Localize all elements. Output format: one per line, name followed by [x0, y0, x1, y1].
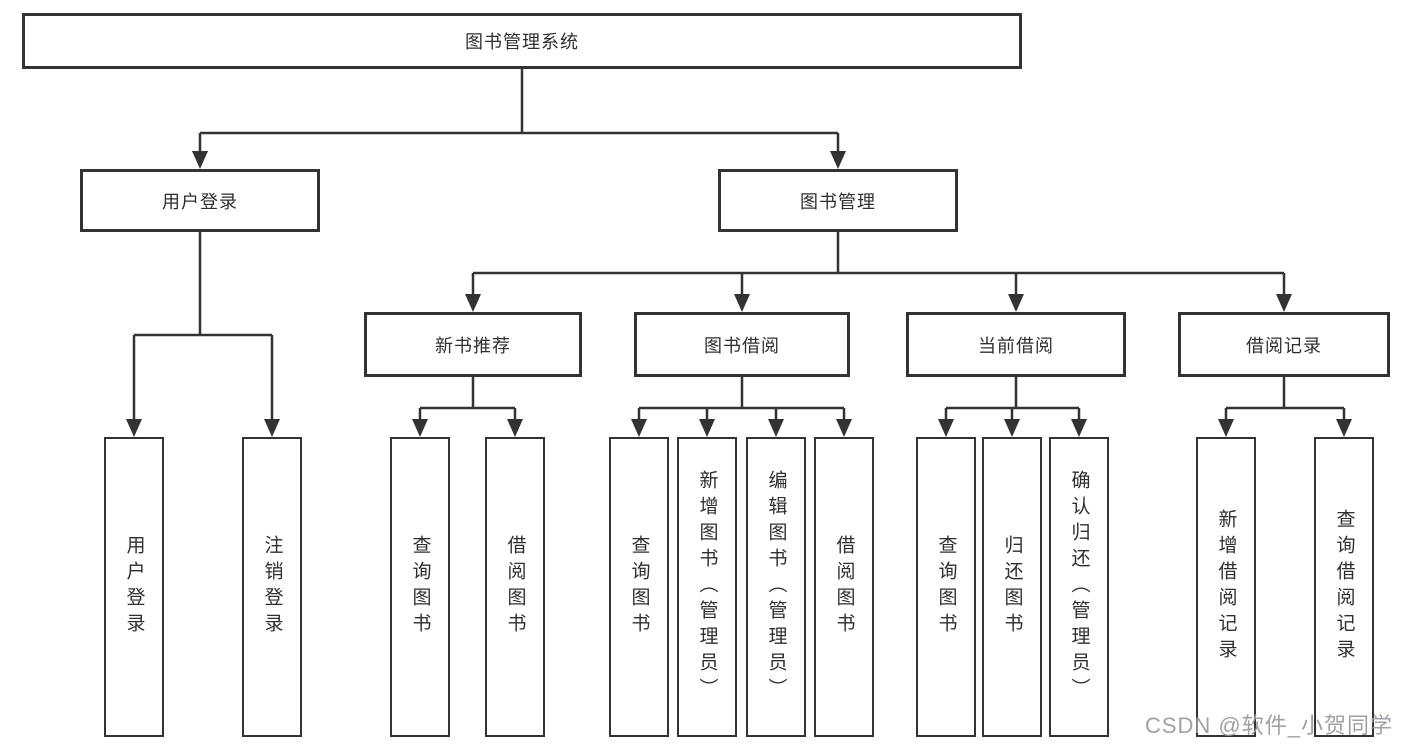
leaf-query-borrow-record: 查询借阅记录	[1314, 437, 1374, 737]
leaf-current-query-books-label: 查询图书	[935, 535, 957, 639]
leaf-confirm-return-admin-label: 确认归还（管理员）	[1068, 470, 1090, 704]
leaf-add-borrow-record-label: 新增借阅记录	[1215, 509, 1237, 665]
arrow-down-icon	[768, 419, 784, 437]
node-library-system: 图书管理系统	[22, 13, 1022, 69]
arrow-down-icon	[465, 294, 481, 312]
arrow-down-icon	[1276, 294, 1292, 312]
leaf-query-borrow-record-label: 查询借阅记录	[1333, 509, 1355, 665]
leaf-user-login: 用户登录	[104, 437, 164, 737]
leaf-borrow-borrow-books: 借阅图书	[814, 437, 874, 737]
leaf-borrow-query-books: 查询图书	[609, 437, 669, 737]
tree-edges	[132, 69, 1346, 423]
arrow-down-icon	[126, 419, 142, 437]
leaf-borrow-borrow-books-label: 借阅图书	[833, 535, 855, 639]
edge-newbook-to-leaves	[418, 377, 517, 423]
leaf-logout-label: 注销登录	[261, 535, 283, 639]
leaf-newbook-query-books: 查询图书	[390, 437, 450, 737]
leaf-newbook-query-books-label: 查询图书	[409, 535, 431, 639]
leaf-return-books: 归还图书	[982, 437, 1042, 737]
edge-root-to-level2	[198, 69, 840, 155]
leaf-add-book-admin: 新增图书（管理员）	[677, 437, 737, 737]
node-library-system-label: 图书管理系统	[465, 32, 579, 52]
node-borrow-records-label: 借阅记录	[1246, 335, 1322, 356]
leaf-borrow-query-books-label: 查询图书	[628, 535, 650, 639]
node-current-borrow: 当前借阅	[906, 312, 1126, 377]
csdn-watermark: CSDN @软件_小贺同学	[1144, 713, 1393, 738]
arrowhead-icons	[126, 151, 1352, 437]
edge-userlogin-to-leaves	[132, 232, 274, 423]
leaf-newbook-borrow-books-label: 借阅图书	[504, 535, 526, 639]
node-book-management-label: 图书管理	[800, 191, 876, 212]
edge-bookmgmt-to-level3	[471, 232, 1286, 298]
arrow-down-icon	[1008, 294, 1024, 312]
node-book-borrow: 图书借阅	[634, 312, 850, 377]
arrow-down-icon	[734, 294, 750, 312]
arrow-down-icon	[412, 419, 428, 437]
leaf-confirm-return-admin: 确认归还（管理员）	[1049, 437, 1109, 737]
leaf-logout: 注销登录	[242, 437, 302, 737]
arrow-down-icon	[264, 419, 280, 437]
leaf-user-login-label: 用户登录	[123, 535, 145, 639]
leaf-add-book-admin-label: 新增图书（管理员）	[696, 470, 718, 704]
node-new-book-recommend: 新书推荐	[364, 312, 582, 377]
node-book-management: 图书管理	[718, 169, 958, 232]
edge-currentborrow-to-leaves	[944, 377, 1081, 423]
arrow-down-icon	[507, 419, 523, 437]
node-user-login: 用户登录	[80, 169, 320, 232]
arrow-down-icon	[830, 151, 846, 169]
node-borrow-records: 借阅记录	[1178, 312, 1390, 377]
node-new-book-recommend-label: 新书推荐	[435, 335, 511, 356]
arrow-down-icon	[1071, 419, 1087, 437]
leaf-edit-book-admin: 编辑图书（管理员）	[746, 437, 806, 737]
edge-records-to-leaves	[1224, 377, 1346, 423]
arrow-down-icon	[836, 419, 852, 437]
arrow-down-icon	[1336, 419, 1352, 437]
arrow-down-icon	[631, 419, 647, 437]
arrow-down-icon	[1004, 419, 1020, 437]
arrow-down-icon	[699, 419, 715, 437]
arrow-down-icon	[192, 151, 208, 169]
arrow-down-icon	[938, 419, 954, 437]
leaf-return-books-label: 归还图书	[1001, 535, 1023, 639]
node-user-login-label: 用户登录	[162, 191, 238, 212]
leaf-current-query-books: 查询图书	[916, 437, 976, 737]
leaf-edit-book-admin-label: 编辑图书（管理员）	[765, 470, 787, 704]
edge-bookborrow-to-leaves	[637, 377, 846, 423]
leaf-add-borrow-record: 新增借阅记录	[1196, 437, 1256, 737]
arrow-down-icon	[1218, 419, 1234, 437]
leaf-newbook-borrow-books: 借阅图书	[485, 437, 545, 737]
node-book-borrow-label: 图书借阅	[704, 335, 780, 356]
node-current-borrow-label: 当前借阅	[978, 335, 1054, 356]
